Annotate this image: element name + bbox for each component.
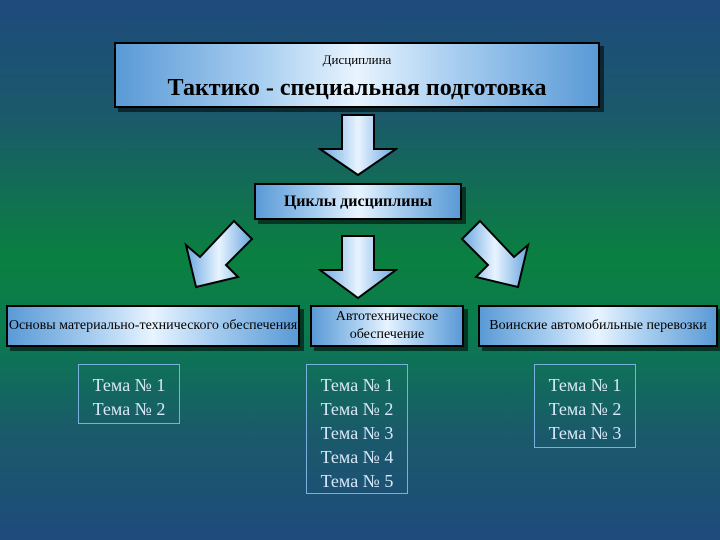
category-box: Основы материально-технического обеспече… (6, 305, 300, 347)
topic-item: Тема № 1 (92, 375, 166, 395)
category-title: Основы материально-технического обеспече… (8, 318, 298, 333)
topic-item: Тема № 5 (320, 471, 394, 491)
topic-item: Тема № 1 (320, 375, 394, 395)
topic-item: Тема № 3 (320, 423, 394, 443)
topic-item: Тема № 4 (320, 447, 394, 467)
category-box: Воинские автомобильные перевозки (478, 305, 718, 347)
down-arrow-icon (318, 114, 398, 177)
topic-item: Тема № 1 (548, 375, 622, 395)
topic-list: Тема № 1 Тема № 2 (78, 364, 180, 424)
discipline-label: Дисциплина (322, 52, 392, 67)
topic-item: Тема № 2 (92, 399, 166, 419)
topic-list: Тема № 1 Тема № 2 Тема № 3 (534, 364, 636, 448)
category-box: Автотехническое обеспечение (310, 305, 464, 347)
topic-item: Тема № 2 (548, 399, 622, 419)
topic-list: Тема № 1 Тема № 2 Тема № 3 Тема № 4 Тема… (306, 364, 408, 494)
cycles-box: Циклы дисциплины (254, 183, 462, 220)
topic-item: Тема № 3 (548, 423, 622, 443)
category-title: Автотехническое обеспечение (335, 309, 439, 342)
category-title: Воинские автомобильные перевозки (489, 318, 707, 333)
down-left-arrow-icon (184, 219, 254, 289)
down-arrow-icon (318, 235, 398, 300)
topic-item: Тема № 2 (320, 399, 394, 419)
discipline-box: Дисциплина Тактико - специальная подгото… (114, 42, 600, 108)
down-right-arrow-icon (460, 219, 530, 289)
discipline-title: Тактико - специальная подготовка (167, 75, 547, 101)
